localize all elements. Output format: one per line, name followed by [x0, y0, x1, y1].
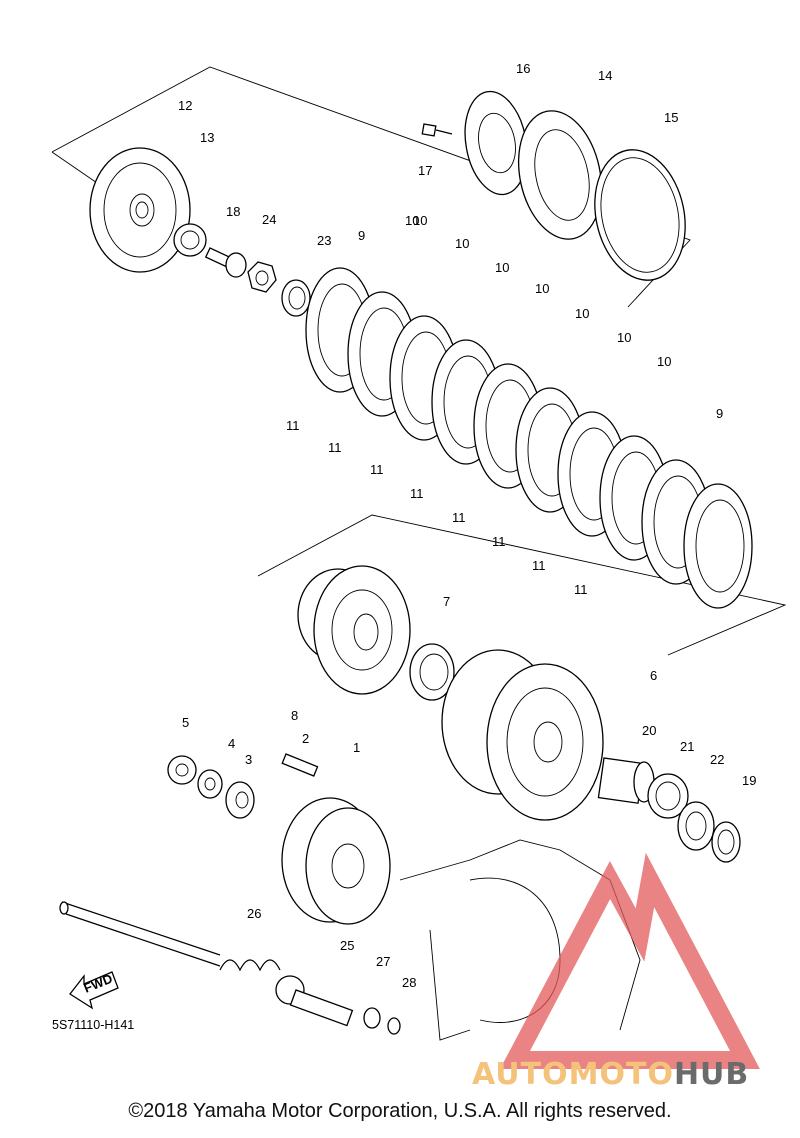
- callout-number: 4: [228, 736, 235, 751]
- callout-number: 11: [286, 418, 300, 433]
- callout-number: 6: [650, 668, 657, 683]
- callout-number: 10: [413, 213, 427, 228]
- callout-number: 19: [742, 773, 756, 788]
- end-washer: [711, 821, 741, 863]
- callout-number: 23: [317, 233, 331, 248]
- callout-number: 9: [716, 406, 723, 421]
- watermark-text: AUTOMOTOHUB: [472, 1057, 749, 1092]
- circlip-ring: [594, 149, 686, 281]
- spacer-collar: [225, 781, 255, 819]
- upper-panel-edge: [51, 151, 101, 186]
- callout-number: 28: [402, 975, 416, 990]
- callout-number: 16: [516, 61, 530, 76]
- shift-shaft: [59, 901, 221, 967]
- primary-drive-gear: [281, 797, 391, 925]
- small-washer: [363, 1007, 381, 1029]
- diagram-code: 5S71110-H141: [52, 1018, 135, 1032]
- callout-number: 15: [664, 110, 678, 125]
- thrust-washer: [409, 643, 455, 701]
- washer: [281, 279, 311, 317]
- callout-number: 7: [443, 594, 450, 609]
- callout-number: 25: [340, 938, 354, 953]
- callout-number: 1: [353, 740, 360, 755]
- forward-arrow-icon: FWD: [69, 971, 119, 1010]
- plate-panel-outline: [257, 514, 787, 656]
- callout-number: 2: [302, 731, 309, 746]
- callout-number: 21: [680, 739, 694, 754]
- needle-bearing: [647, 773, 689, 819]
- woodruff-key: [281, 753, 319, 777]
- callout-number: 3: [245, 752, 252, 767]
- clutch-plate: [683, 483, 753, 609]
- callout-number: 11: [532, 558, 546, 573]
- pressure-plate: [89, 147, 191, 273]
- engine-case-sketch: [399, 839, 641, 1041]
- callout-number: 26: [247, 906, 261, 921]
- bearing: [173, 223, 207, 257]
- shift-lever: [275, 975, 354, 1027]
- callout-number: 22: [710, 752, 724, 767]
- callout-number: 11: [370, 462, 384, 477]
- callout-number: 10: [575, 306, 589, 321]
- callout-number: 17: [418, 163, 432, 178]
- callout-number: 9: [358, 228, 365, 243]
- lock-nut: [167, 755, 197, 785]
- callout-number: 13: [200, 130, 214, 145]
- callout-number: 10: [495, 260, 509, 275]
- callout-number: 12: [178, 98, 192, 113]
- watermark-logo: [500, 852, 760, 1069]
- bolt: [421, 123, 453, 137]
- callout-number: 10: [657, 354, 671, 369]
- lock-washer: [197, 769, 223, 799]
- callout-number: 27: [376, 954, 390, 969]
- callout-number: 10: [617, 330, 631, 345]
- callout-number: 18: [226, 204, 240, 219]
- callout-number: 11: [328, 440, 342, 455]
- callout-number: 8: [291, 708, 298, 723]
- watermark-text-part1: AUTOMOTO: [472, 1057, 674, 1092]
- small-circlip: [387, 1017, 401, 1035]
- clutch-plate-stack: [305, 267, 753, 609]
- callout-number: 10: [405, 213, 419, 228]
- callout-labels: 1234567899101010101010101011111111111111…: [178, 61, 756, 990]
- plate-inner-edge: [695, 499, 745, 593]
- callout-number: 14: [598, 68, 612, 83]
- callout-number: 10: [455, 236, 469, 251]
- copyright-notice: ©2018 Yamaha Motor Corporation, U.S.A. A…: [128, 1100, 672, 1122]
- clutch-housing: [441, 649, 604, 821]
- nut: [247, 261, 277, 293]
- return-spring: [219, 959, 281, 972]
- callout-number: 5: [182, 715, 189, 730]
- callout-number: 11: [410, 486, 424, 501]
- callout-number: 24: [262, 212, 276, 227]
- small-gear: [677, 801, 715, 851]
- callout-number: 20: [642, 723, 656, 738]
- push-rod: [204, 247, 247, 278]
- clutch-boss: [297, 565, 411, 695]
- watermark-text-part2: HUB: [673, 1057, 750, 1092]
- callout-number: 11: [492, 534, 506, 549]
- callout-number: 11: [574, 582, 588, 597]
- spring-plate: [517, 110, 603, 240]
- collar: [597, 757, 655, 804]
- callout-number: 11: [452, 510, 466, 525]
- callout-number: 10: [535, 281, 549, 296]
